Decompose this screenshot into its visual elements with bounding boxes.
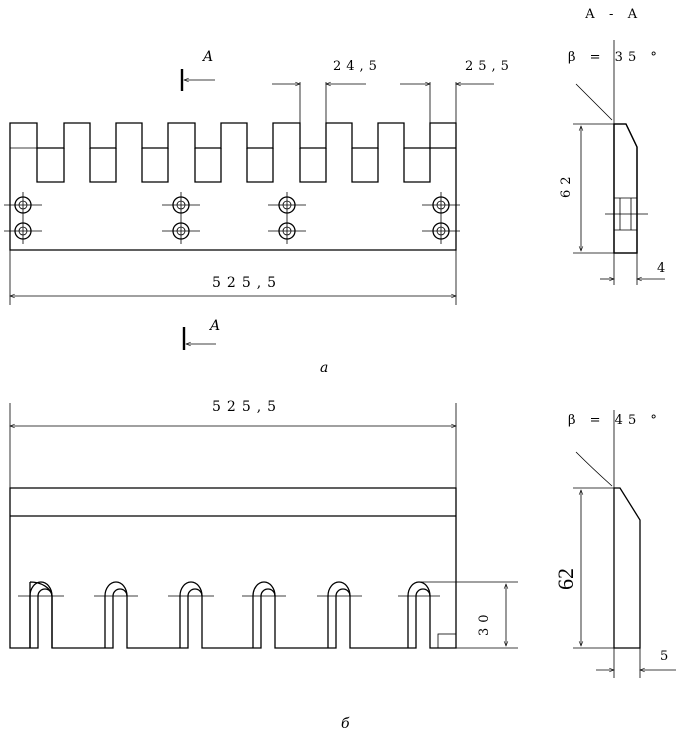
tooth-gaps bbox=[36, 147, 456, 183]
knife-b-outline bbox=[9, 487, 457, 649]
profile-b: β = 45 ° 62 5 bbox=[553, 410, 676, 678]
section-aa: А - А β = 35 ° 62 4 bbox=[559, 7, 670, 285]
dim-slot-depth-label: 30 bbox=[477, 609, 492, 636]
mounting-holes bbox=[4, 192, 460, 244]
dim-tooth-width: 25,5 bbox=[400, 59, 514, 123]
profile-b-outline bbox=[613, 487, 641, 649]
section-aa-angle: β = 35 ° bbox=[568, 50, 662, 65]
view-b: 525,5 30 б bbox=[9, 399, 518, 732]
profile-b-thickness: 5 bbox=[660, 649, 673, 664]
caption-b: б bbox=[341, 716, 350, 732]
dim-tooth-gap: 24,5 bbox=[272, 59, 382, 123]
dim-length-b-label: 525,5 bbox=[212, 399, 282, 415]
slots bbox=[18, 581, 440, 648]
profile-b-angle: β = 45 ° bbox=[568, 413, 662, 428]
view-a: A A 24,5 25,5 525,5 bbox=[4, 49, 514, 376]
section-mark-top: A bbox=[180, 49, 215, 91]
dim-tooth-width-label: 25,5 bbox=[465, 59, 514, 74]
dim-slot-depth: 30 bbox=[418, 581, 518, 649]
caption-a: а bbox=[320, 360, 328, 376]
section-mark-bottom: A bbox=[182, 318, 220, 350]
section-aa-title: А - А bbox=[585, 7, 642, 22]
dim-tooth-gap-label: 24,5 bbox=[333, 59, 382, 74]
dim-length-a-label: 525,5 bbox=[212, 275, 282, 291]
section-letter-bottom: A bbox=[208, 318, 220, 334]
slot-detail bbox=[437, 633, 457, 649]
section-letter-top: A bbox=[201, 49, 213, 65]
section-aa-thickness: 4 bbox=[657, 261, 670, 276]
profile-b-height: 62 bbox=[553, 568, 578, 590]
dim-length-b: 525,5 bbox=[9, 399, 457, 488]
section-aa-height: 62 bbox=[559, 171, 574, 198]
dim-length-a: 525,5 bbox=[9, 250, 457, 305]
knife-a-outline bbox=[9, 122, 457, 251]
